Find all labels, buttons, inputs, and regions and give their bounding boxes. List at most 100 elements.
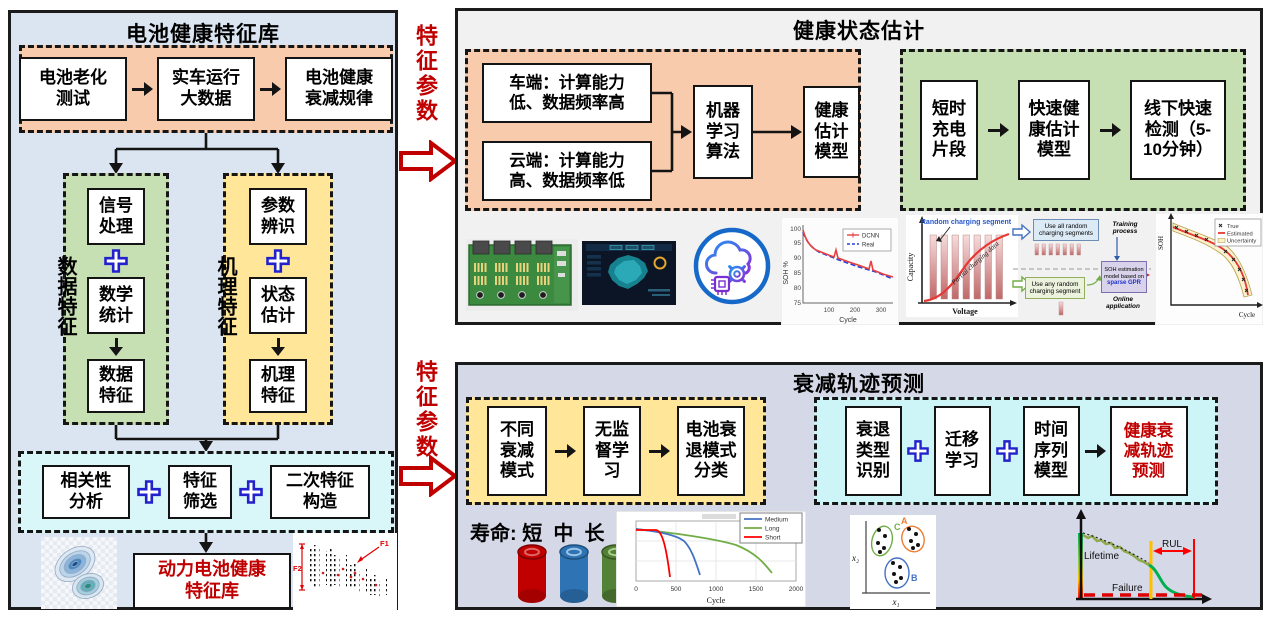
svg-text:DCNN: DCNN bbox=[862, 234, 879, 240]
gpr-online-label: Online application bbox=[1106, 295, 1140, 310]
data-feature-label: 数据特征 bbox=[54, 256, 76, 336]
data-feature-group: 数据特征 信号 处理 数学 统计 数据 特征 bbox=[54, 173, 169, 425]
svg-text:500: 500 bbox=[671, 586, 682, 593]
flow-box-signal-processing: 信号 处理 bbox=[87, 188, 145, 245]
soh-plot-xlabel: Cycle bbox=[839, 317, 857, 324]
fade-prediction-panel: 衰减轨迹预测 不同 衰减 模式 无监 督学 习 电池衰 退模式 分类 衰退 类型… bbox=[455, 362, 1263, 610]
arrow-right-icon bbox=[1084, 444, 1106, 458]
soh-plot-ylabel: SOH % bbox=[783, 261, 790, 284]
svg-text:0: 0 bbox=[634, 586, 638, 593]
svg-text:1500: 1500 bbox=[749, 586, 764, 593]
cluster-xlabel: x₁ bbox=[891, 597, 899, 607]
gpr-model-box: SOH estimation model based on sparse GPR bbox=[1101, 261, 1147, 293]
soh-estimation-title: 健康状态估计 bbox=[793, 20, 925, 43]
cloud-computing-icon bbox=[693, 227, 771, 305]
flow-box-mechanism-feature: 机理 特征 bbox=[249, 359, 307, 413]
flow-box-fade-mode-classification: 电池衰 退模式 分类 bbox=[677, 406, 745, 496]
uncertainty-xlabel: Cycle bbox=[1239, 311, 1255, 319]
mechanism-feature-label: 机理特征 bbox=[214, 256, 236, 336]
flow-box-vehicle-big-data: 实车运行 大数据 bbox=[157, 57, 255, 121]
cluster-label-b: B bbox=[911, 573, 918, 583]
gpr-flow-figure: Use all random charging segments Trainin… bbox=[1011, 217, 1153, 319]
svg-text:Short: Short bbox=[765, 535, 781, 542]
charging-xlabel: Voltage bbox=[952, 307, 978, 316]
svg-text:Long: Long bbox=[765, 526, 780, 533]
monitoring-dashboard-image bbox=[582, 241, 676, 305]
flow-box-vehicle-side: 车端：计算能力 低、数据频率高 bbox=[482, 63, 652, 123]
flow-box-charging-segment: 短时 充电 片段 bbox=[920, 80, 978, 180]
arrow-right-icon bbox=[555, 444, 576, 458]
svg-text:Estimated: Estimated bbox=[1227, 232, 1253, 238]
fade-prediction-title: 衰减轨迹预测 bbox=[793, 373, 925, 396]
feature-arrow-icon bbox=[399, 455, 457, 497]
flow-box-secondary-feature: 二次特征 构造 bbox=[270, 465, 370, 519]
flow-box-correlation-analysis: 相关性 分析 bbox=[42, 465, 130, 519]
arrow-down-icon bbox=[109, 338, 123, 356]
arrow-right-icon bbox=[260, 82, 281, 96]
flow-box-fade-type-recognition: 衰退 类型 识别 bbox=[844, 406, 902, 496]
soh-estimation-panel: 健康状态估计 车端：计算能力 低、数据频率高 云端：计算能力 高、数据频率低 机… bbox=[455, 8, 1263, 325]
cluster-label-a: A bbox=[901, 516, 908, 526]
feature-selection-group: 相关性 分析 特征 筛选 二次特征 构造 bbox=[18, 451, 394, 533]
svg-text:300: 300 bbox=[876, 307, 887, 314]
feature-arrow-icon bbox=[399, 140, 457, 182]
charging-segment-plot: Random charging segment Partial charging… bbox=[906, 215, 1018, 317]
data-source-group: 电池老化 测试 实车运行 大数据 电池健康 衰减规律 bbox=[19, 45, 393, 133]
flow-box-cloud-side: 云端：计算能力 高、数据频率低 bbox=[482, 141, 652, 201]
battery-medium-icon bbox=[559, 544, 589, 603]
battery-short-icon bbox=[517, 544, 547, 603]
pcb-board-image bbox=[466, 239, 578, 311]
gpr-train-label: Training process bbox=[1112, 220, 1138, 235]
charging-ylabel: Capacity bbox=[906, 253, 915, 281]
feature-scatter-image: F2 F1 bbox=[293, 533, 397, 611]
arrow-right-icon bbox=[649, 444, 670, 458]
soh-cycle-plot: 100 95 90 85 80 75 SOH % DCNN Real 100 2… bbox=[781, 217, 899, 325]
life-span-label: 寿命: 短 中 长 bbox=[470, 523, 605, 545]
density-contour-image bbox=[41, 537, 117, 609]
svg-text:90: 90 bbox=[794, 255, 802, 262]
plus-icon bbox=[137, 480, 161, 504]
flow-box-fade-modes: 不同 衰减 模式 bbox=[487, 406, 547, 496]
feature-parameter-label-bottom: 特征参数 bbox=[413, 360, 438, 460]
uncertainty-ylabel: SOH bbox=[1157, 236, 1165, 250]
svg-text:Real: Real bbox=[862, 243, 874, 249]
flow-box-battery-aging-test: 电池老化 测试 bbox=[19, 57, 127, 121]
svg-text:80: 80 bbox=[794, 285, 802, 292]
flow-box-health-model: 健康 估计 模型 bbox=[803, 86, 860, 178]
plus-icon bbox=[104, 249, 128, 273]
svg-text:85: 85 bbox=[794, 270, 802, 277]
cluster-label-c: C bbox=[894, 522, 901, 532]
svg-text:200: 200 bbox=[850, 307, 861, 314]
cluster-scatter-plot: x₂ x₁ C A B bbox=[850, 515, 936, 609]
svg-text:Medium: Medium bbox=[765, 517, 788, 524]
flow-box-degradation-law: 电池健康 衰减规律 bbox=[285, 57, 393, 121]
flow-box-data-feature: 数据 特征 bbox=[87, 359, 145, 413]
svg-text:95: 95 bbox=[794, 240, 802, 247]
result-feature-library-box: 动力电池健康 特征库 bbox=[133, 553, 291, 609]
arrow-down-icon bbox=[271, 338, 285, 356]
svg-text:2000: 2000 bbox=[789, 586, 804, 593]
gpr-train-box: Use all random charging segments bbox=[1033, 219, 1099, 241]
gpr-model-highlight: sparse GPR bbox=[1106, 279, 1142, 286]
flow-box-feature-screening: 特征 筛选 bbox=[168, 465, 232, 519]
rul-label: RUL bbox=[1162, 539, 1182, 550]
charging-plot-title: Random charging segment bbox=[921, 219, 1012, 226]
battery-icons bbox=[516, 543, 632, 605]
arrow-right-icon bbox=[1100, 123, 1121, 137]
plus-icon bbox=[995, 440, 1018, 462]
flow-box-fast-soh-model: 快速健 康估计 模型 bbox=[1018, 80, 1090, 180]
arrow-right-icon bbox=[988, 123, 1009, 137]
gpr-model-text: SOH estimation model based on bbox=[1104, 267, 1144, 280]
svg-text:100: 100 bbox=[824, 307, 835, 314]
scatter-f1-label: F1 bbox=[380, 539, 389, 548]
flow-box-time-series-model: 时间 序列 模型 bbox=[1022, 406, 1080, 496]
cluster-ylabel: x₂ bbox=[851, 553, 859, 563]
scatter-f2-label: F2 bbox=[293, 564, 302, 573]
mechanism-feature-group: 机理特征 参数 辨识 状态 估计 机理 特征 bbox=[214, 173, 333, 425]
soh-uncertainty-plot: True Estimated Uncertainty SOH Cycle bbox=[1155, 213, 1263, 325]
flow-box-transfer-learning: 迁移 学习 bbox=[933, 406, 991, 496]
flow-box-math-statistics: 数学 统计 bbox=[87, 277, 145, 334]
flow-box-unsupervised-learning: 无监 督学 习 bbox=[583, 406, 641, 496]
svg-text:1000: 1000 bbox=[709, 586, 724, 593]
